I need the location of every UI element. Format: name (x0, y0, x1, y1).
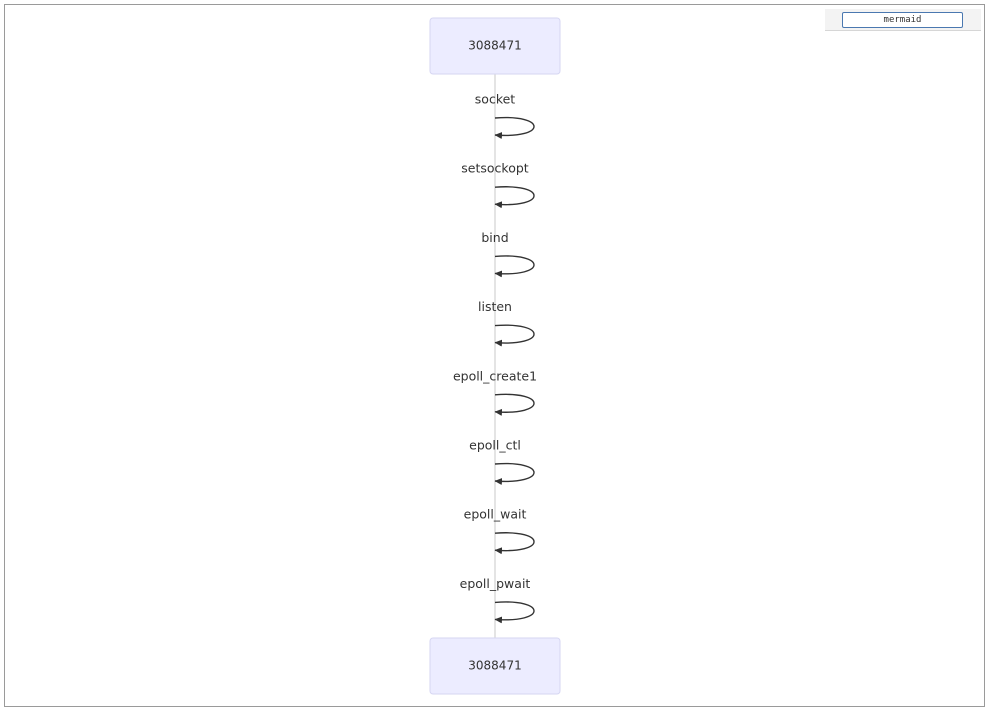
message-label: setsockopt (461, 161, 529, 176)
self-message-arrow (494, 532, 535, 555)
message-label: bind (481, 230, 508, 245)
message-label: epoll_pwait (460, 576, 531, 591)
self-message-arrow (494, 186, 535, 209)
self-message-arrow (494, 393, 535, 416)
self-message-arrow (494, 116, 535, 140)
participant-box-bottom[interactable] (429, 637, 561, 695)
render-toolbar: mermaid (825, 9, 981, 31)
self-message-arrow (494, 324, 535, 347)
message-label: listen (478, 299, 512, 314)
message-label: socket (475, 92, 516, 107)
participant-label-top: 3088471 (468, 39, 521, 53)
self-message-arrow (494, 255, 535, 278)
self-message-arrow (494, 462, 535, 486)
self-message-arrow (494, 601, 535, 624)
renderer-mode-field[interactable]: mermaid (842, 12, 963, 28)
message-label: epoll_create1 (453, 368, 537, 383)
participant-box-top[interactable] (429, 17, 561, 75)
message-label: epoll_wait (464, 507, 527, 522)
message-label: epoll_ctl (469, 438, 521, 453)
participant-label-bottom: 3088471 (468, 659, 521, 673)
self-message-list: socket setsockopt bind listen epoll_create1e… (453, 92, 537, 624)
